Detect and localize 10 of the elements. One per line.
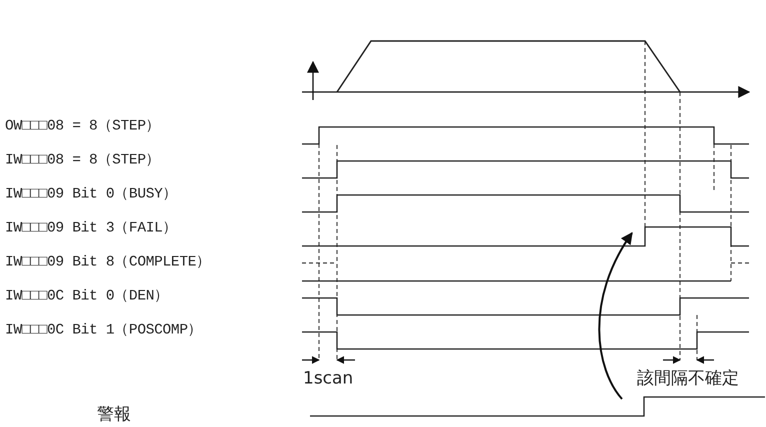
- dimension-label: 1scan: [303, 370, 354, 388]
- dimension-label: 該間隔不確定: [637, 370, 739, 388]
- signal-name: IW□□□0C Bit 1（POSCOMP）: [5, 322, 202, 340]
- signal-name: IW□□□0C Bit 0（DEN）: [5, 288, 169, 306]
- signal-name: IW□□□09 Bit 8（COMPLETE）: [5, 254, 211, 272]
- signal-name: IW□□□09 Bit 0（BUSY）: [5, 186, 178, 204]
- signal-name: 警報: [97, 406, 131, 424]
- signal-name: OW□□□08 = 8（STEP）: [5, 118, 160, 136]
- signal-name: IW□□□09 Bit 3（FAIL）: [5, 220, 178, 238]
- signal-name: IW□□□08 = 8（STEP）: [5, 152, 160, 170]
